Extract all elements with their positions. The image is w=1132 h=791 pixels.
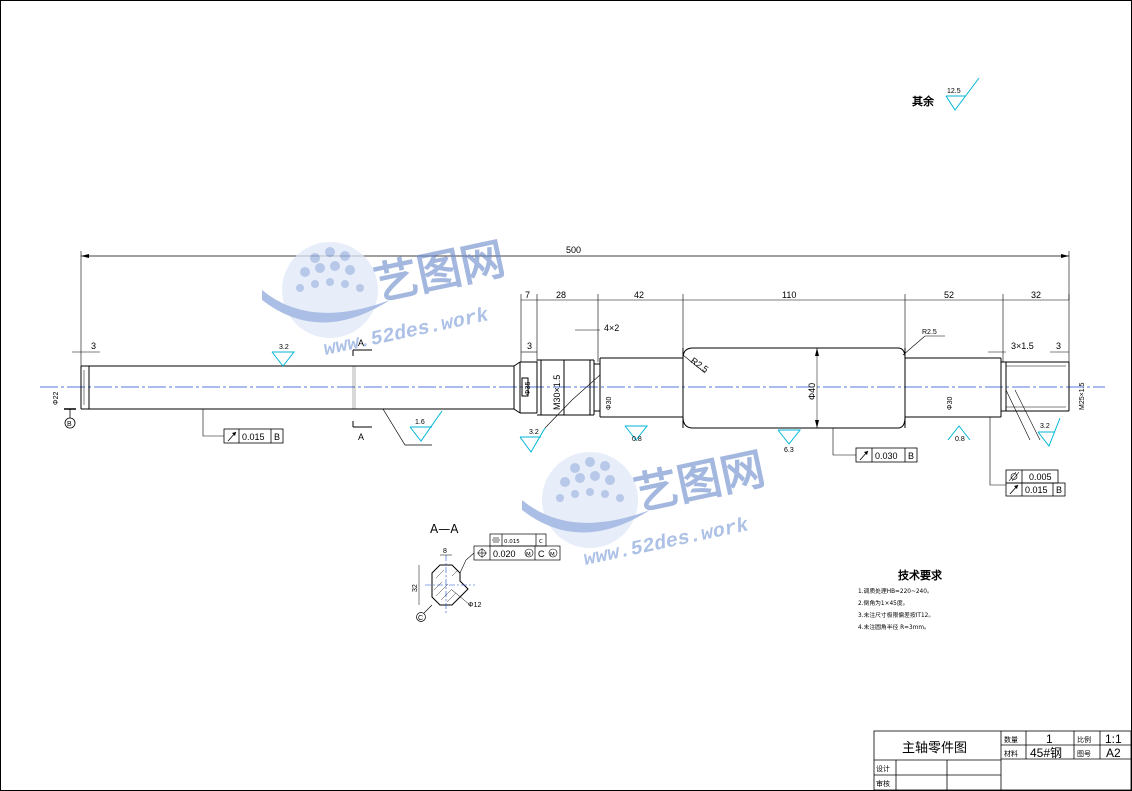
- title-block-material-value: 45#钢: [1030, 746, 1062, 760]
- title-block-design-label: 设计: [876, 764, 890, 773]
- symmetry-datum: C: [539, 539, 543, 545]
- section-cut-label-bottom: A: [358, 432, 364, 442]
- cylindricity-value: 0.005: [1029, 472, 1052, 482]
- dim-radius-r25b: R2.5: [922, 329, 937, 336]
- datum-b-label: B: [67, 421, 72, 428]
- watermark-brand-top: 艺图网: [370, 233, 510, 310]
- dim-thread-m25: M25×1.5: [1079, 382, 1086, 410]
- title-block-scale-label: 比例: [1077, 735, 1091, 744]
- roughness-value-7: 3.2: [1040, 423, 1050, 430]
- tolerance-frame-runout-1: 0.015 B: [202, 409, 284, 444]
- runout-3-value: 0.015: [1025, 485, 1048, 495]
- svg-text:M: M: [526, 552, 531, 558]
- roughness-value-1: 3.2: [279, 344, 289, 351]
- section-cut-marker: [352, 349, 372, 428]
- title-block-review-label: 审核: [876, 779, 890, 788]
- section-title: A—A: [430, 522, 459, 536]
- svg-text:M: M: [550, 552, 555, 558]
- title-block-material-label: 材料: [1004, 749, 1018, 758]
- roughness-value-3: 3.2: [529, 429, 539, 436]
- runout-2-value: 0.030: [875, 451, 898, 461]
- section-cut-label-top: A: [358, 338, 364, 348]
- roughness-value-6: 0.8: [955, 436, 965, 443]
- dim-110: 110: [782, 290, 796, 300]
- dim-dia-30a: Φ30: [606, 397, 613, 410]
- dim-chamfer-3: 3: [527, 341, 532, 351]
- dim-7: 7: [525, 290, 530, 300]
- title-block: [873, 730, 1132, 791]
- roughness-symbol-1: [271, 351, 296, 367]
- section-view-a-a: A—A 32 8 Φ12 C: [412, 522, 561, 622]
- roughness-value-5: 6.3: [784, 447, 794, 454]
- title-block-name: 主轴零件图: [902, 741, 967, 756]
- dim-dia-35: Φ35: [525, 382, 532, 395]
- symmetry-value: 0.015: [504, 539, 520, 545]
- title-block-scale-value: 1:1: [1105, 732, 1122, 746]
- dim-radius-r25: R2.5: [689, 355, 710, 374]
- dim-dia-40: Φ40: [807, 383, 817, 400]
- remaining-roughness-label: 其余: [912, 94, 935, 108]
- title-block-qty-value: 1: [1046, 732, 1053, 746]
- watermark-logo-top: 艺图网 www.52des.work: [262, 233, 510, 362]
- requirement-item-3: 3.未注尺寸极限偏差按IT12。: [858, 611, 934, 619]
- section-datum-c: C: [418, 615, 423, 622]
- roughness-value-2: 1.6: [415, 419, 425, 426]
- runout-3-datum: B: [1056, 485, 1062, 495]
- dim-groove-3x15: 3×1.5: [1011, 341, 1034, 351]
- requirement-item-1: 1.调质处理HB=220~240。: [858, 587, 933, 595]
- dim-right-3: 3: [1056, 341, 1061, 351]
- remaining-roughness-note: 其余 12.5: [912, 77, 980, 111]
- remaining-roughness-value: 12.5: [947, 88, 961, 95]
- runout-1-value: 0.015: [242, 432, 265, 442]
- dim-42: 42: [634, 290, 644, 300]
- dim-dia-left: Φ22: [53, 392, 60, 405]
- position-value: 0.020: [493, 549, 516, 559]
- watermark-logo-bottom: 艺图网 www.52des.work: [522, 443, 770, 572]
- position-datum: C: [538, 549, 545, 559]
- requirement-item-4: 4.未注圆角半径 R=3mm。: [858, 623, 930, 631]
- dim-32: 32: [1031, 290, 1041, 300]
- requirements-heading: 技术要求: [898, 568, 943, 582]
- title-block-qty-label: 数量: [1004, 735, 1018, 744]
- section-dim-8: 8: [443, 548, 447, 555]
- runout-2-datum: B: [908, 451, 914, 461]
- dim-52: 52: [944, 290, 954, 300]
- requirement-item-2: 2.倒角为1×45度。: [858, 599, 908, 607]
- dim-dia-30b: Φ30: [947, 397, 954, 410]
- section-dim-phi12: Φ12: [468, 602, 481, 609]
- section-dim-32: 32: [412, 584, 419, 592]
- tolerance-frame-cylindricity: 0.005 0.015 B: [989, 417, 1066, 497]
- dim-left-3: 3: [91, 341, 96, 351]
- shaft-body: [80, 347, 1070, 429]
- runout-1-datum: B: [274, 432, 280, 442]
- overall-length-dimension: 500: [80, 245, 1070, 372]
- dim-thread-m30: M30×1.5: [552, 375, 562, 410]
- watermark-brand-bottom: 艺图网: [630, 443, 770, 520]
- segment-dimensions: [520, 294, 1070, 362]
- technical-requirements: 技术要求 1.调质处理HB=220~240。 2.倒角为1×45度。 3.未注尺…: [858, 568, 943, 631]
- dim-groove-4x2: 4×2: [604, 323, 619, 333]
- roughness-value-4: 0.8: [632, 436, 642, 443]
- tolerance-frame-runout-2: 0.030 B: [832, 428, 918, 463]
- dim-28: 28: [556, 290, 566, 300]
- overall-length-text: 500: [566, 245, 581, 255]
- title-block-drawing-no-value: A2: [1106, 746, 1121, 760]
- datum-b: B: [64, 408, 76, 429]
- title-block-drawing-no-label: 图号: [1077, 750, 1091, 758]
